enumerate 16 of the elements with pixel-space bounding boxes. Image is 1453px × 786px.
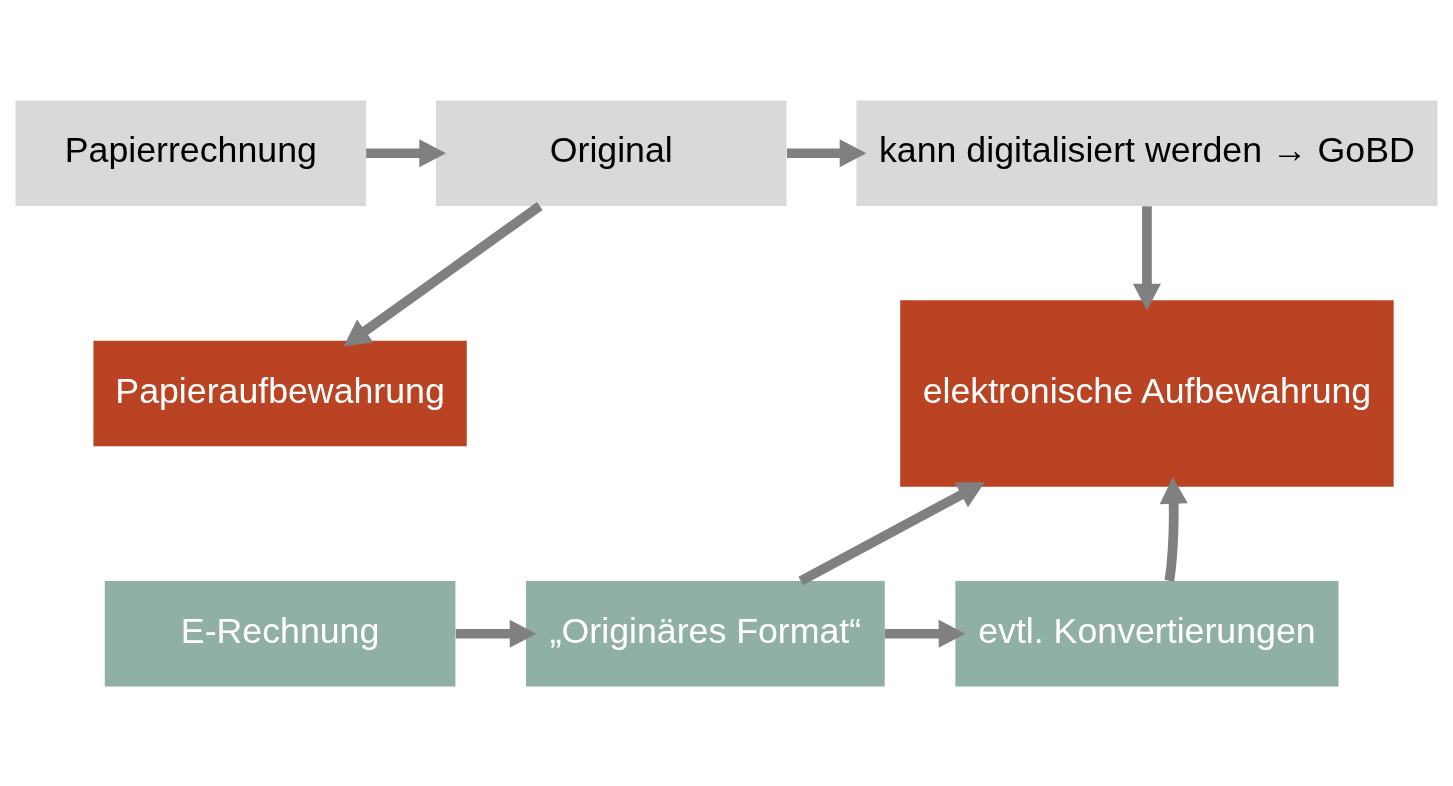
arrow (798, 481, 985, 585)
arrow (343, 201, 543, 346)
arrow (884, 619, 966, 648)
arrow (1132, 205, 1161, 310)
node-box: E-Rechnung (104, 580, 456, 686)
node-box: Papierrechnung (15, 100, 367, 206)
node-box: Papieraufbewahrung (93, 340, 467, 446)
node-box: „Originäres Format“ (526, 580, 885, 686)
arrow (787, 138, 867, 167)
arrow (1159, 476, 1188, 581)
node-box: kann digitalisiert werden → GoBD (856, 100, 1438, 206)
node-box: elektronische Aufbewahrung (900, 299, 1394, 487)
arrow (455, 619, 537, 648)
node-box: Original (435, 100, 787, 206)
node-box: evtl. Konvertierungen (955, 580, 1339, 686)
arrow (366, 138, 446, 167)
